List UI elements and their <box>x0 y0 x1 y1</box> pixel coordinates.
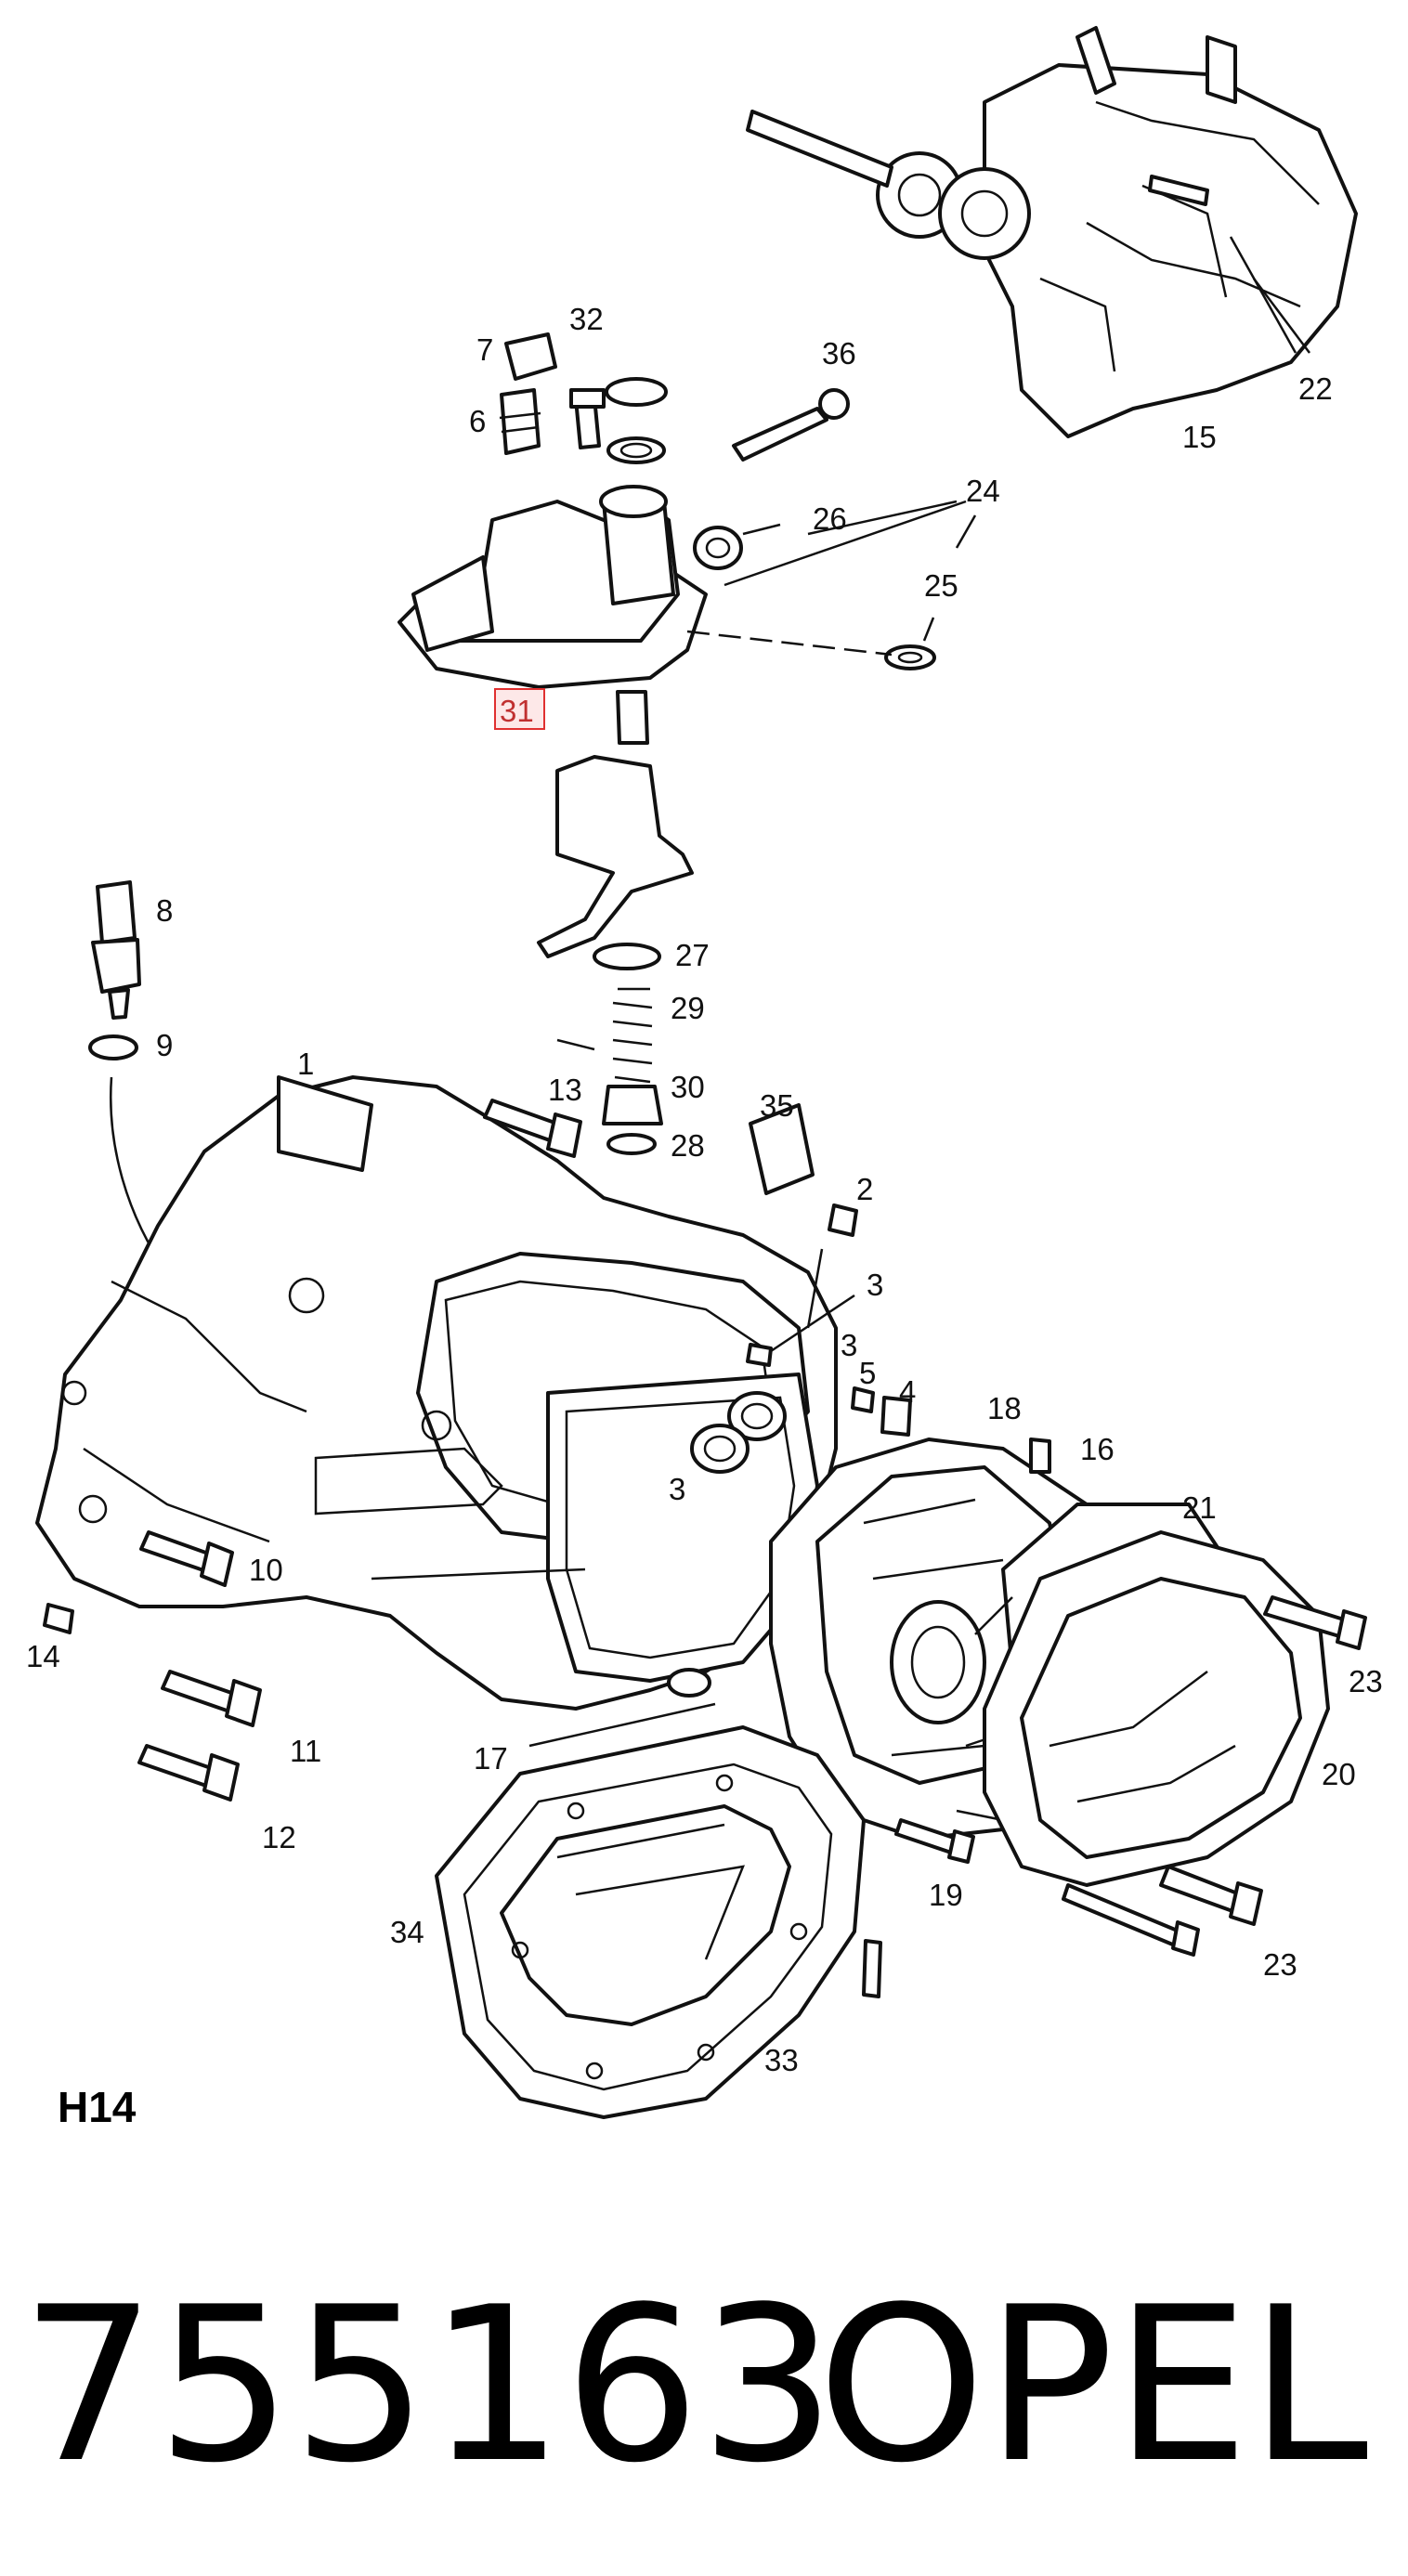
callout-label: 6 <box>469 404 486 438</box>
callout-label: 18 <box>987 1391 1022 1425</box>
oil-pan <box>435 1668 882 2119</box>
callout-label: 3 <box>669 1472 685 1506</box>
callout-label: 9 <box>156 1028 173 1062</box>
callout-label: 33 <box>764 2043 799 2077</box>
callout-label: 28 <box>671 1128 705 1163</box>
callout-label: 13 <box>548 1073 582 1107</box>
shift-cap-parts <box>499 332 850 464</box>
callout-label: 4 <box>899 1374 916 1409</box>
callout-label: 16 <box>1080 1432 1115 1466</box>
callout-label: 3 <box>841 1328 857 1362</box>
part-number: 755163 <box>20 2262 836 2510</box>
callout-label: 27 <box>675 938 710 972</box>
callout-label: 25 <box>924 568 958 603</box>
callout-label: 34 <box>390 1915 424 1949</box>
diagram-code: H14 <box>58 2083 137 2131</box>
callout-label: 12 <box>262 1820 296 1854</box>
highlighted-callout-label: 31 <box>500 694 534 728</box>
callout-label: 5 <box>859 1356 876 1390</box>
callout-label: 29 <box>671 991 705 1025</box>
callout-label: 23 <box>1349 1664 1383 1698</box>
shift-fork-parts <box>537 755 815 1195</box>
right-cover <box>894 1530 1367 1957</box>
main-housing <box>35 1075 838 1711</box>
callout-label: 22 <box>1298 371 1333 406</box>
callout-label: 23 <box>1263 1947 1297 1982</box>
callout-label: 32 <box>569 302 604 336</box>
callout-label: 26 <box>813 501 847 536</box>
leader-lines <box>371 236 1310 1748</box>
callout-label: 8 <box>156 893 173 928</box>
callout-label: 17 <box>474 1741 508 1776</box>
callout-label: 35 <box>760 1088 794 1123</box>
highlight-box <box>494 688 545 730</box>
brand-name: OPEL <box>817 2262 1368 2510</box>
callout-label: 21 <box>1182 1490 1217 1525</box>
shift-housing <box>398 485 936 745</box>
callout-label: 14 <box>26 1639 60 1673</box>
callout-label: 10 <box>249 1553 283 1587</box>
callout-label: 1 <box>297 1047 314 1081</box>
callout-labels: 1 2 3 3 3 4 5 6 7 8 9 10 11 12 13 14 15 … <box>26 302 1383 2077</box>
bolts-and-pins <box>43 1099 912 1802</box>
callout-label: 11 <box>290 1734 321 1768</box>
callout-label: 24 <box>966 474 1000 508</box>
callout-label: 19 <box>929 1878 963 1912</box>
callout-label: 30 <box>671 1070 705 1104</box>
callout-label: 36 <box>822 336 856 371</box>
callout-label: 20 <box>1322 1757 1356 1791</box>
callout-label: 2 <box>856 1172 873 1206</box>
callout-label: 15 <box>1182 420 1217 454</box>
gear-assembly <box>746 26 1358 438</box>
callout-label: 3 <box>867 1268 883 1302</box>
callout-label: 7 <box>476 332 493 367</box>
